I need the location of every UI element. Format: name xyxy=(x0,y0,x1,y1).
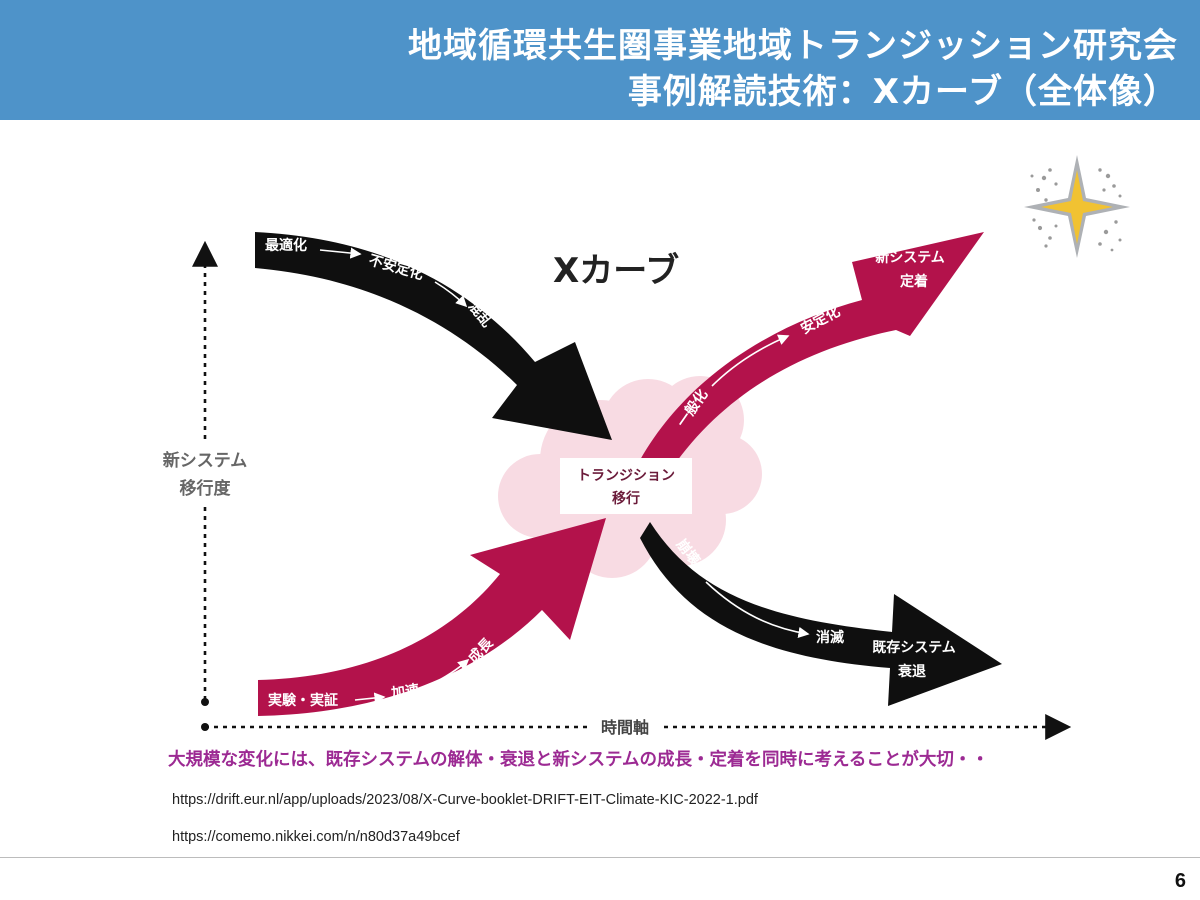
footer-divider xyxy=(0,857,1200,858)
title-bar: 地域循環共生圏事業地域トランジッション研究会 事例解読技術：Xカーブ（全体像） xyxy=(0,0,1200,120)
center-label-line1: トランジション xyxy=(577,468,675,484)
sparkle-star-icon xyxy=(1024,155,1130,258)
center-label-line2: 移行 xyxy=(612,490,640,507)
new-system-arrow xyxy=(640,232,984,468)
summary-caption: 大規模な変化には、既存システムの解体・衰退と新システムの成長・定着を同時に考える… xyxy=(168,750,989,770)
breakdown-arrow xyxy=(640,522,1002,706)
emergence-label-acceleration: 加速 xyxy=(389,681,420,702)
emergence-label-experiment: 実験・実証 xyxy=(268,692,338,709)
slide-title-line2: 事例解読技術：Xカーブ（全体像） xyxy=(627,72,1178,112)
y-axis-label-line2: 移行度 xyxy=(180,478,232,499)
slide-title-line1: 地域循環共生圏事業地域トランジッション研究会 xyxy=(408,26,1178,66)
diagram-title: Xカーブ xyxy=(553,251,679,291)
old-system-end-line1: 既存システム xyxy=(872,639,956,656)
old-system-end-line2: 衰退 xyxy=(897,663,926,680)
x-axis-label-bg xyxy=(588,714,662,740)
breakdown-label-disappearance: 消滅 xyxy=(816,629,844,646)
y-axis-label-line1: 新システム xyxy=(163,450,248,471)
decline-arrow xyxy=(255,232,612,440)
emergence-arrow xyxy=(258,518,606,716)
decline-label-optimization: 最適化 xyxy=(265,237,307,254)
new-system-end-line2: 定着 xyxy=(900,273,928,290)
source-link-comemo[interactable]: https://comemo.nikkei.com/n/n80d37a49bce… xyxy=(172,829,460,845)
y-axis-label-bg xyxy=(140,440,270,502)
x-axis-label: 時間軸 xyxy=(601,718,649,737)
source-link-drift[interactable]: https://drift.eur.nl/app/uploads/2023/08… xyxy=(172,792,758,808)
page-number: 6 xyxy=(1174,870,1186,892)
new-system-end-line1: 新システム xyxy=(875,249,945,266)
x-axis xyxy=(201,714,1072,740)
transition-label-box xyxy=(560,458,692,514)
